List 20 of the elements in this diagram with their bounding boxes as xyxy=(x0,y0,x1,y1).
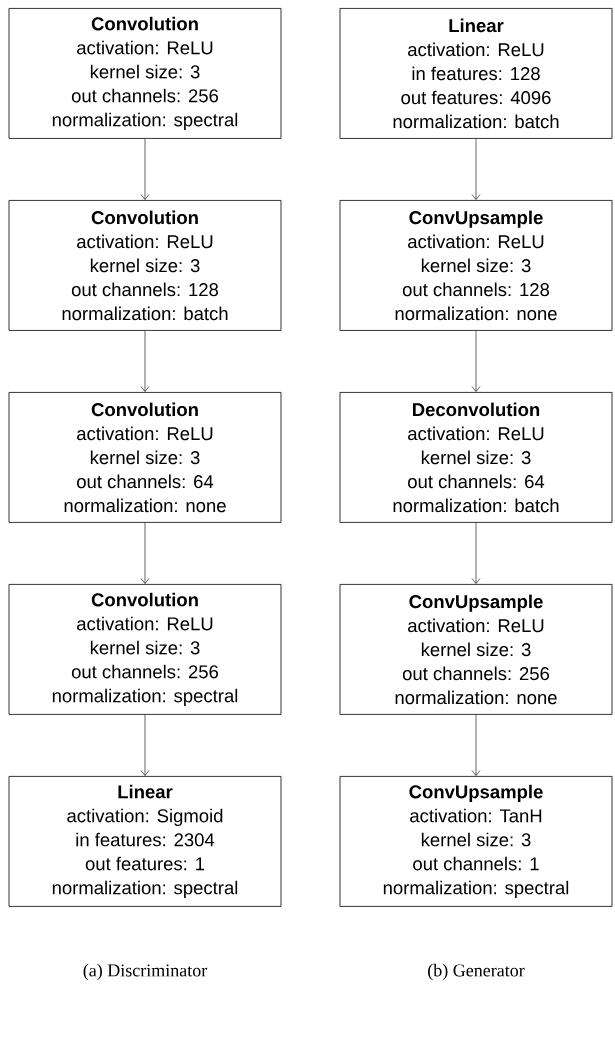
caption: (b) Generator xyxy=(428,963,525,981)
layer-box: ConvUpsample activation: ReLU kernel size: 3 out channels: 128 normalization: none xyxy=(339,200,613,331)
arrow xyxy=(140,330,150,392)
arrow xyxy=(471,330,481,392)
layer-box: Linear activation: ReLU in features: 128 out features: 4096 normalization: batch xyxy=(339,8,613,139)
layer-box: Convolution activation: ReLU kernel size: 3 out channels: 256 normalization: spectral xyxy=(8,584,282,715)
layer-box: Linear activation: Sigmoid in features: 2304 out features: 1 normalization: spectral xyxy=(8,776,282,907)
arrow xyxy=(140,522,150,584)
arrow xyxy=(140,714,150,776)
layer-box: Convolution activation: ReLU kernel size: 3 out channels: 64 normalization: none xyxy=(8,392,282,523)
arrow xyxy=(471,522,481,584)
caption: (a) Discriminator xyxy=(83,963,208,981)
arrow xyxy=(471,714,481,776)
arrow xyxy=(140,138,150,200)
layer-box: ConvUpsample activation: TanH kernel size: 3 out channels: 1 normalization: spectral xyxy=(339,776,613,907)
layer-box: Deconvolution activation: ReLU kernel size: 3 out channels: 64 normalization: batch xyxy=(339,392,613,523)
layer-box: Convolution activation: ReLU kernel size: 3 out channels: 128 normalization: batch xyxy=(8,200,282,331)
arrow xyxy=(471,138,481,200)
layer-box: Convolution activation: ReLU kernel size: 3 out channels: 256 normalization: spectral xyxy=(8,8,282,139)
layer-box: ConvUpsample activation: ReLU kernel size: 3 out channels: 256 normalization: none xyxy=(339,584,613,715)
